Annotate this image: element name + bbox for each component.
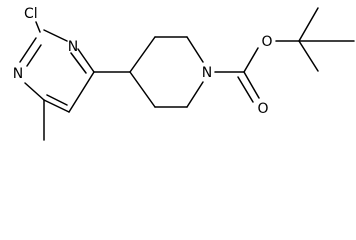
bond-c2-n3 (43, 29, 68, 42)
piperidine-ring (129, 36, 204, 108)
bond-carbonyl-double-inner (237, 76, 254, 103)
bond-c5-c6-inner (46, 94, 68, 106)
boc-group (214, 7, 355, 103)
bond-pip-c5-c4 (129, 71, 156, 108)
bond-carbonyl-double (243, 71, 260, 99)
bond-pip-n-c6 (186, 81, 204, 108)
bond-carbonyl-c-o-ether (243, 47, 259, 73)
bond-c2-cl (35, 21, 41, 33)
bond-pip-c2-n (186, 36, 204, 63)
atom-label-n-left: N (13, 66, 23, 82)
pyrimidine-ring (19, 29, 95, 113)
bond-n1-c2-inner (26, 44, 42, 67)
bond-c4-c5 (68, 71, 95, 113)
atom-label-o-carbonyl: O (257, 101, 268, 117)
bond-pip-c4-c3 (129, 36, 156, 73)
bond-c5-c6 (43, 99, 70, 113)
structure-drawing: Cl N N N O O (13, 6, 355, 141)
molecule-svg: Cl N N N O O (13, 6, 355, 141)
bond-n1-c2 (19, 37, 37, 63)
bond-c6-n1 (24, 82, 45, 101)
bond-n3-c4-inner (70, 52, 87, 74)
atom-label-n-top: N (68, 39, 78, 55)
atom-label-o-ether: O (261, 34, 272, 50)
atom-label-cl: Cl (24, 6, 38, 22)
atom-label-n-piperidine: N (202, 65, 212, 81)
bond-tbutyl-methyl-up (298, 7, 319, 42)
bond-tbutyl-methyl-down (298, 40, 319, 72)
bond-n3-c4 (77, 48, 95, 73)
